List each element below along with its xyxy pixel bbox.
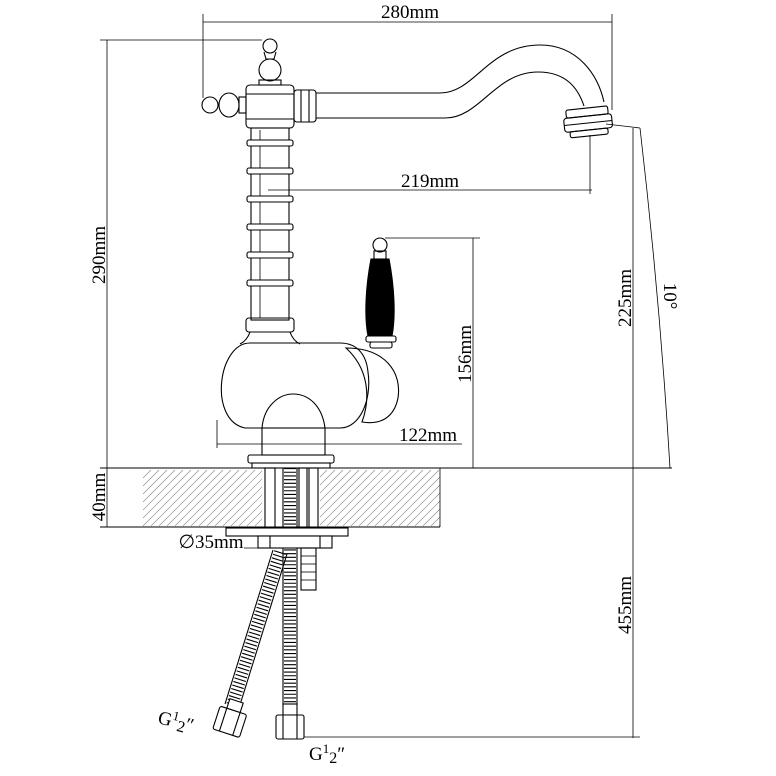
hatch-line [374,469,432,527]
countertop [100,467,672,528]
hose-nut-bottom [275,714,305,740]
handle-collar-lower [369,341,393,349]
head-block [245,84,295,129]
handle-collar [365,335,397,343]
hatch-line [190,469,248,527]
base-flange [247,454,335,464]
column-flare [239,331,301,345]
column-ring [246,279,294,287]
hatch-line [206,469,264,527]
spout-top-edge [316,44,605,103]
hatch-line [310,469,368,527]
spout-collar [293,89,317,123]
hatch-line [182,469,240,527]
base-plate [251,462,331,469]
side-knob [218,92,240,118]
spout-nozzle [563,105,613,139]
hose-braid-diagonal [226,550,286,708]
threaded-stud [300,547,317,591]
column-base-collar [245,317,295,333]
hatch-line [142,469,168,495]
mounting-washer [225,527,349,537]
hatch-line [430,516,441,527]
hatch-line [414,500,441,527]
hatch-line [214,469,272,527]
hatch-line [158,469,216,527]
thread-label-left: G12″ [155,705,196,739]
hatch-line [142,469,192,519]
hatch-line [390,476,441,527]
side-finial-ball [201,96,219,114]
column-ring [246,167,294,175]
hatch-line [326,469,384,527]
hatch-line [406,492,441,527]
pipe-cutout [262,469,320,526]
counter-thickness-label: 40mm [89,473,110,522]
hatch-line [398,484,441,527]
hose-edge [224,549,274,705]
side-knob-neck [238,96,247,114]
hatch-line [366,469,424,527]
top-finial-ball [262,38,278,54]
spout-height-extension [605,123,641,129]
hatch-line [198,469,256,527]
width-label: 280mm [381,2,439,23]
hose-ferrule-bottom [282,703,298,716]
column-ring [246,251,294,259]
hatch-line [422,508,441,527]
height-label: 290mm [89,226,110,284]
hose-fitting-left [212,698,247,738]
thread-denominator: 2 [175,718,187,736]
under-counter-assembly [212,467,349,740]
mounting-nut [257,535,333,549]
hatch-line [358,469,416,527]
hatch-line [382,469,440,527]
hatch-line [142,469,184,511]
hose-length-label: 455mm [615,576,636,634]
handle-height-label: 156mm [455,325,476,383]
thread-inch-mark: ″ [337,744,345,765]
hatch-line [150,469,208,527]
hatch-line [174,469,232,527]
thread-letter: G [309,744,323,765]
hole-diameter-label: ∅35mm [178,532,243,553]
hatch-line [318,469,376,527]
column-ring [246,139,294,147]
hatch-line [142,469,176,503]
spout-bottom-edge [316,71,585,119]
thread-numerator: 1 [323,741,330,756]
faucet [201,38,613,469]
spout-angle-label: 10° [659,283,680,310]
dimension-labels: 280mm 290mm 219mm 225mm 10° 156mm 122mm … [89,2,680,767]
thread-inch-mark: ″ [183,714,196,736]
valve-body [220,342,370,429]
hatch-line [142,469,200,527]
dimension-lines [100,14,671,738]
hatch-line [166,469,224,527]
hatch-line [142,469,152,479]
handle-knob [372,237,388,253]
reach-label: 219mm [401,171,459,192]
column-ring [246,195,294,203]
hatch-line [342,469,400,527]
base-stem [261,427,326,456]
hatch-line [334,469,392,527]
top-knob [258,58,282,82]
hose-edge [238,553,288,709]
spout-height-label: 225mm [615,269,636,327]
thread-denominator: 2 [329,750,337,767]
thread-letter: G [156,707,175,731]
hatch-line [142,469,160,487]
spout-angle-arc [639,127,671,469]
thread-label-bottom: G12″ [309,741,345,767]
thread-numerator: 1 [171,708,181,724]
column-ring [246,223,294,231]
depth-label: 122mm [399,425,457,446]
handle-lever [365,258,395,337]
handle-hub [344,347,400,424]
hatch-line [350,469,408,527]
